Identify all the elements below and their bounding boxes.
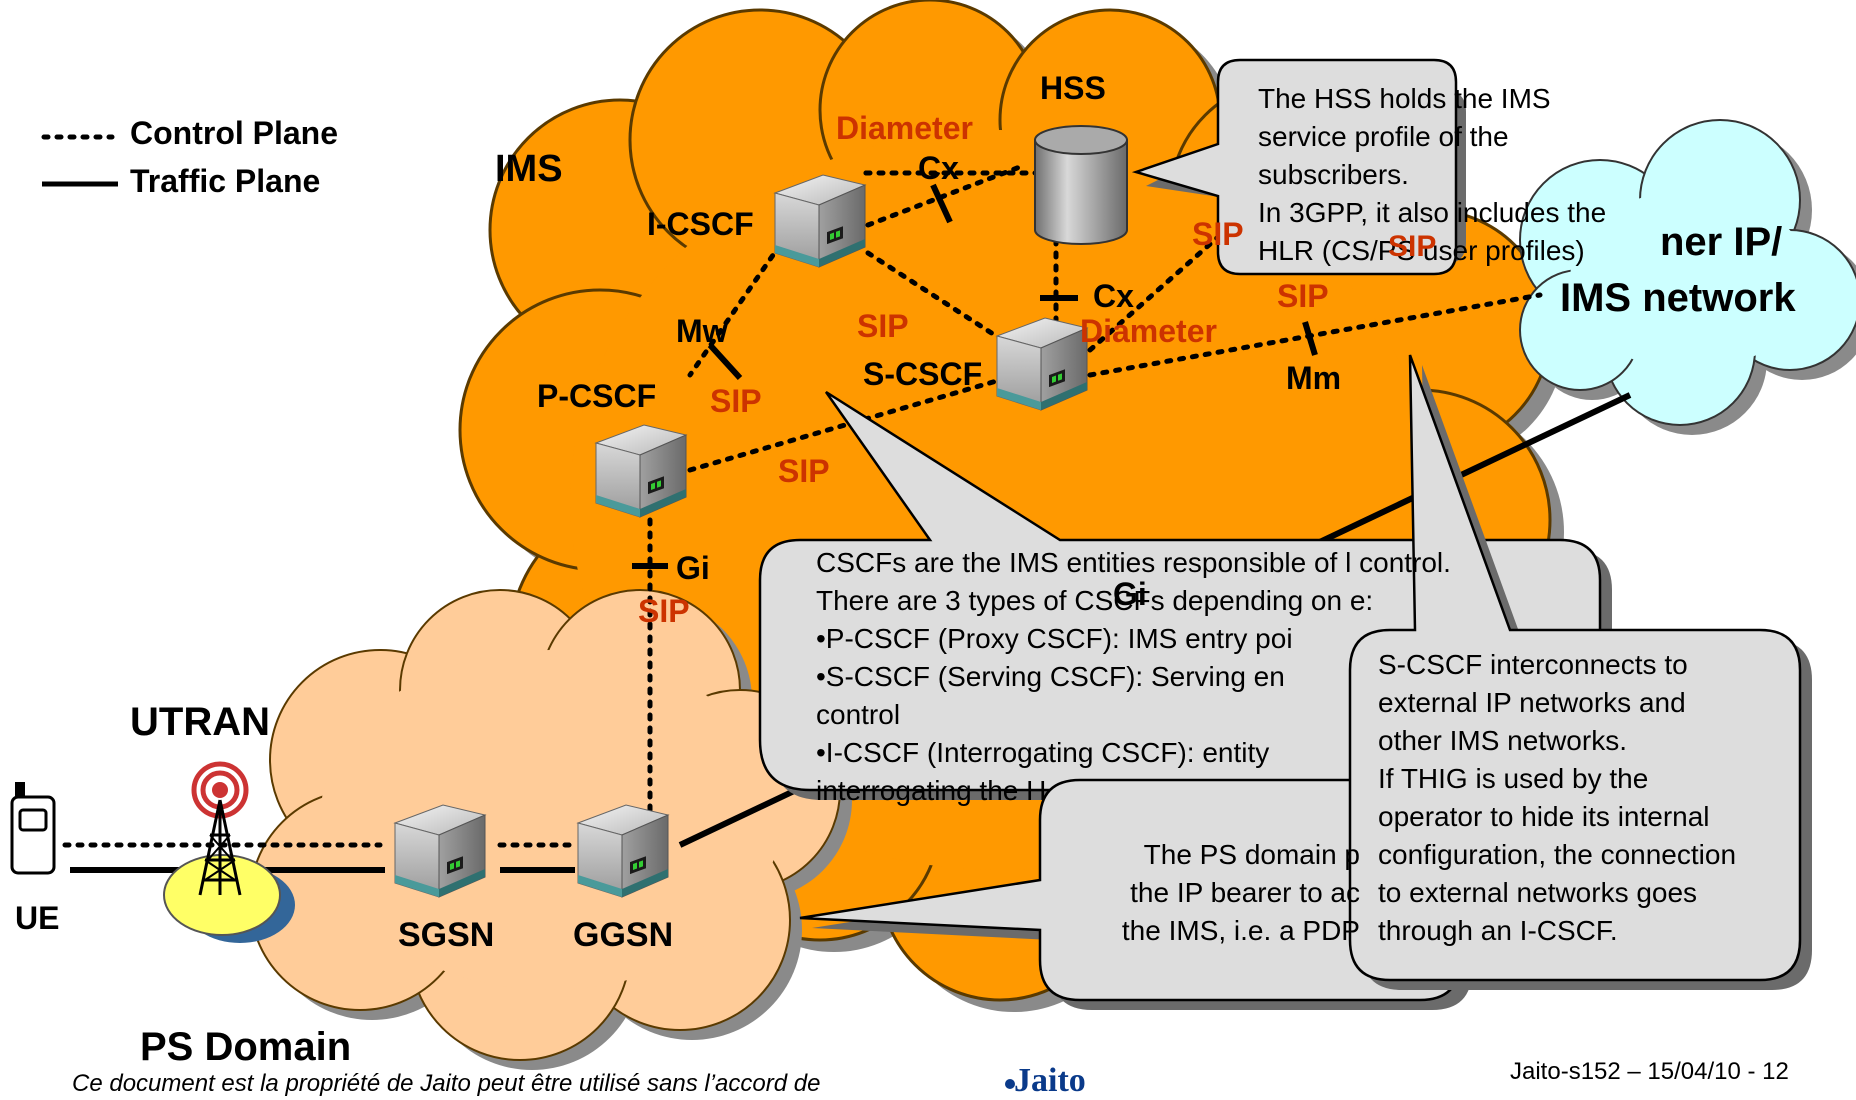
hss-callout	[1131, 58, 1466, 276]
sip-label-overlay: SIP	[1388, 230, 1437, 263]
callout-line: external IP networks and	[1378, 687, 1686, 718]
ue-label: UE	[15, 900, 60, 936]
ps-callout-text: The PS domain p the IP bearer to ac the …	[1070, 836, 1360, 950]
cx-interface-label-top: Cx	[918, 150, 959, 186]
sip-label-hss: SIP	[1192, 216, 1244, 252]
callout-line: control	[816, 699, 901, 730]
ggsn-server-icon	[577, 804, 669, 898]
callout-line: operator to hide its internal	[1378, 801, 1710, 832]
callout-line: the IMS, i.e. a PDP	[1121, 915, 1360, 946]
icscf-server-icon	[774, 174, 866, 268]
scscf-callout-text: S-CSCF interconnects to external IP netw…	[1378, 646, 1736, 950]
callout-line: The HSS holds the IMS	[1258, 83, 1551, 114]
gi-interface-label-left: Gi	[676, 550, 710, 586]
sip-label-icscf-scscf: SIP	[857, 308, 909, 344]
sip-label-mw: SIP	[710, 383, 762, 419]
hss-database-icon	[1034, 125, 1128, 245]
mm-interface-label: Mm	[1286, 360, 1342, 396]
copyright-notice: Ce document est la propriété de Jaito pe…	[72, 1070, 821, 1097]
sip-label-gi: SIP	[638, 593, 690, 629]
callout-line: S-CSCF interconnects to	[1378, 649, 1688, 680]
callout-line: •S-CSCF (Serving CSCF): Serving en	[816, 661, 1285, 692]
legend-traffic-plane: Traffic Plane	[130, 163, 321, 199]
callout-line: In 3GPP, it also includes the	[1258, 197, 1607, 228]
sgsn-label: SGSN	[398, 916, 495, 954]
ue-phone-icon	[10, 782, 56, 875]
legend-symbols	[41, 134, 118, 187]
callout-line: service profile of the	[1258, 121, 1509, 152]
callout-line: There are 3 types of CSCFs depending on …	[816, 585, 1374, 616]
scscf-server-icon	[996, 317, 1088, 411]
jaito-logo: Jaito	[1014, 1062, 1086, 1099]
ps-domain-label: PS Domain	[140, 1025, 352, 1069]
other-network-label-line2: IMS network	[1560, 276, 1796, 320]
pcscf-server-icon	[595, 424, 687, 518]
callout-line: to external networks goes	[1378, 877, 1698, 908]
slide-reference: Jaito-s152 – 15/04/10 - 12	[1510, 1058, 1789, 1085]
cscf-callout-text: CSCFs are the IMS entities responsible o…	[816, 544, 1451, 810]
callout-line: the IP bearer to ac	[1130, 877, 1360, 908]
callout-line: HLR (CS/PS user profiles)	[1258, 235, 1585, 266]
callout-line: CSCFs are the IMS entities responsible o…	[816, 547, 1451, 578]
utran-label: UTRAN	[130, 700, 270, 744]
sgsn-server-icon	[394, 804, 486, 898]
gi-interface-label-right: Gi	[1113, 576, 1147, 612]
callout-line: configuration, the connection	[1378, 839, 1737, 870]
mw-interface-label: Mw	[676, 313, 728, 349]
legend-control-plane: Control Plane	[130, 115, 339, 151]
callout-line: other IMS networks.	[1378, 725, 1627, 756]
ims-domain-label: IMS	[495, 148, 563, 190]
cx-interface-label-mid: Cx	[1093, 278, 1134, 314]
diameter-label-top: Diameter	[836, 110, 973, 146]
callout-line: through an I-CSCF.	[1378, 915, 1618, 946]
utran-antenna-icon	[163, 761, 295, 943]
callout-line: •I-CSCF (Interrogating CSCF): entity	[816, 737, 1270, 768]
control-plane-links	[62, 162, 1543, 848]
scscf-callout	[1348, 354, 1812, 990]
callout-line: If THIG is used by the	[1378, 763, 1649, 794]
callout-line: The PS domain p	[1143, 839, 1360, 870]
callout-line: interrogating the H	[816, 775, 1047, 806]
diameter-label-mid: Diameter	[1080, 313, 1217, 349]
sip-label-mm: SIP	[1277, 278, 1329, 314]
sip-label-pcscf-scscf: SIP	[778, 453, 830, 489]
callout-line: •P-CSCF (Proxy CSCF): IMS entry poi	[816, 623, 1293, 654]
icscf-label: I-CSCF	[647, 206, 754, 242]
pcscf-label: P-CSCF	[537, 378, 657, 414]
hss-callout-text: The HSS holds the IMS service profile of…	[1258, 80, 1606, 270]
scscf-label: S-CSCF	[863, 356, 983, 392]
ggsn-label: GGSN	[573, 916, 674, 954]
logo-dot	[1005, 1079, 1015, 1089]
other-network-label-line1: ner IP/	[1660, 220, 1783, 264]
hss-label: HSS	[1040, 70, 1106, 106]
callout-line: subscribers.	[1258, 159, 1409, 190]
